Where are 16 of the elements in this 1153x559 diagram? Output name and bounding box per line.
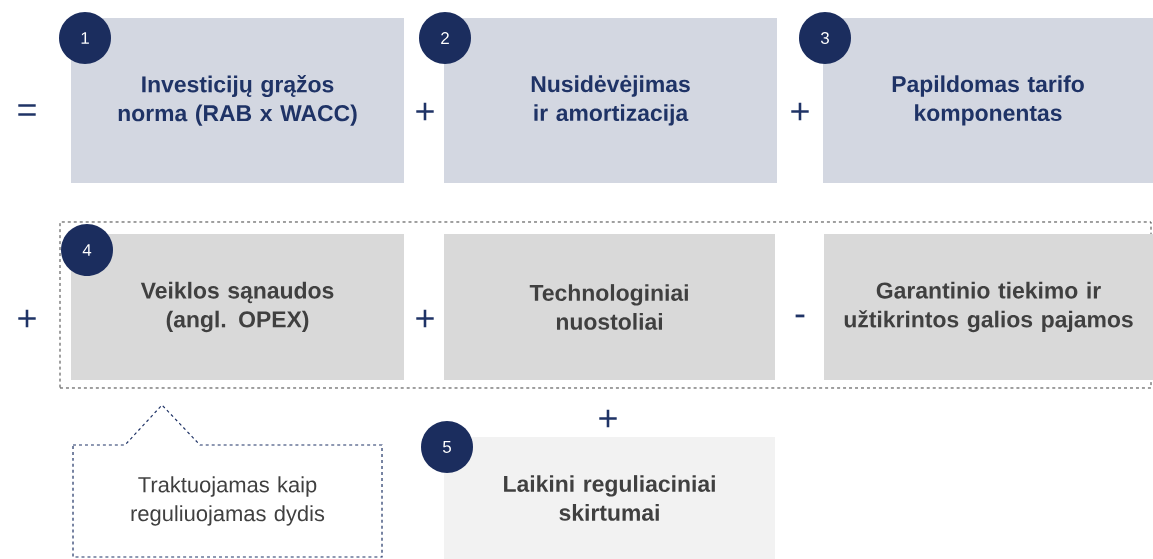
dashed-frame bbox=[59, 221, 1152, 389]
content-box: Technologiniai nuostoliai bbox=[444, 234, 775, 380]
number-badge: 4 bbox=[61, 224, 113, 276]
operator-sign: = bbox=[18, 104, 36, 116]
operator-sign: - bbox=[795, 314, 805, 318]
operator-sign: + bbox=[599, 409, 617, 428]
operator-sign: + bbox=[416, 102, 434, 121]
callout-box: Traktuojamas kaip reguliuojamas dydis bbox=[72, 404, 383, 558]
operator-sign: + bbox=[416, 309, 434, 328]
content-box: Garantinio tiekimo ir užtikrintos galios pajamos bbox=[824, 234, 1153, 380]
number-badge: 1 bbox=[59, 12, 111, 64]
number-badge: 5 bbox=[421, 421, 473, 473]
number-badge: 3 bbox=[799, 12, 851, 64]
operator-sign: + bbox=[791, 102, 809, 121]
number-badge: 2 bbox=[419, 12, 471, 64]
operator-sign: + bbox=[18, 309, 36, 328]
